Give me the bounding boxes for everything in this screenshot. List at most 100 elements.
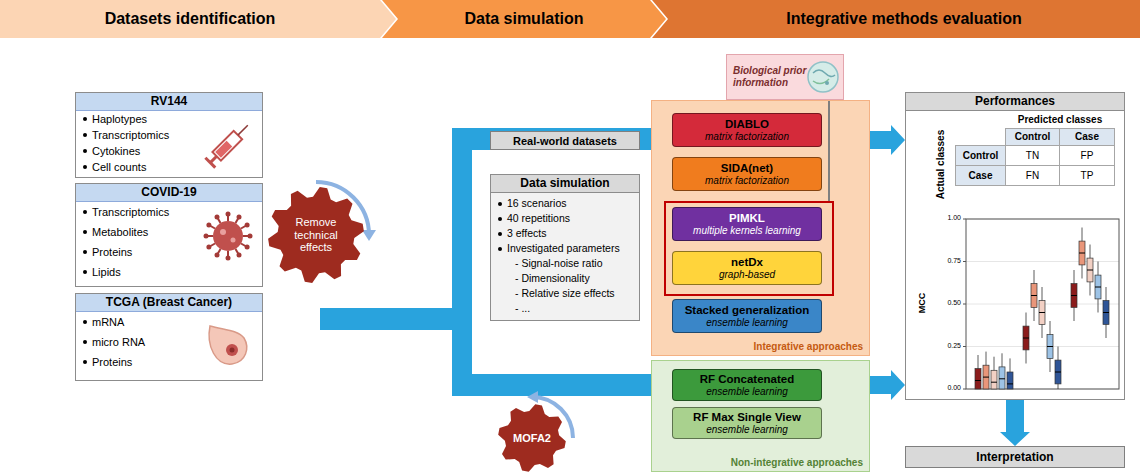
dataset-title: COVID-19 bbox=[76, 184, 262, 202]
table-cell: FP bbox=[1060, 146, 1114, 165]
method-type: multiple kernels learning bbox=[673, 225, 821, 237]
list-item: Transcriptomics bbox=[76, 127, 262, 143]
label-slot: Control bbox=[955, 145, 1006, 166]
method-box: Stacked generalizationensemble learning bbox=[672, 299, 822, 333]
method-name: SIDA(net) bbox=[673, 161, 821, 175]
method-type: graph-based bbox=[673, 269, 821, 281]
bullet-dot bbox=[83, 230, 87, 234]
gear-label: Remove technical effects bbox=[286, 216, 346, 254]
list-item: Metabolites bbox=[76, 222, 262, 242]
method-box: netDxgraph-based bbox=[672, 251, 822, 285]
flow-arrow bbox=[870, 125, 905, 155]
list-item: - Relative size effects bbox=[491, 286, 639, 301]
label-slot: 0.50 bbox=[934, 298, 961, 308]
list-item: Investigated parameters bbox=[491, 241, 639, 256]
method-type: ensemble learning bbox=[673, 317, 821, 329]
panel-title: Data simulation bbox=[491, 175, 639, 193]
label-box: Interpretation bbox=[905, 446, 1125, 468]
label-slot: Control bbox=[1005, 128, 1060, 146]
label-slot: Actual classes bbox=[934, 125, 947, 205]
list-item: - Signal-noise ratio bbox=[491, 256, 639, 271]
dataset-title: TCGA (Breast Cancer) bbox=[76, 294, 262, 312]
table-title: Predicted classes bbox=[1005, 112, 1115, 127]
tick-label: 0.00 bbox=[934, 383, 961, 393]
method-name: Stacked generalization bbox=[673, 303, 821, 317]
method-name: netDx bbox=[673, 255, 821, 269]
method-name: DIABLO bbox=[673, 117, 821, 131]
bullet-dot bbox=[498, 232, 502, 236]
label-slot: Case bbox=[1059, 128, 1115, 146]
panel-title: Performances bbox=[906, 93, 1124, 111]
list-item: Proteins bbox=[76, 352, 262, 372]
gear-label: MOFA2 bbox=[507, 432, 557, 445]
table-cell: TP bbox=[1060, 166, 1114, 185]
method-box: RF Concatenatedensemble learning bbox=[672, 369, 822, 401]
bullet-dot bbox=[83, 340, 87, 344]
method-type: ensemble learning bbox=[673, 424, 821, 436]
bullet-dot bbox=[83, 165, 87, 169]
method-group: Integrative approachesDIABLOmatrix facto… bbox=[651, 100, 870, 356]
bullet-dot bbox=[498, 247, 502, 251]
label-slot: FP bbox=[1059, 145, 1115, 166]
bullet-dot bbox=[83, 320, 87, 324]
method-type: matrix factorization bbox=[673, 175, 821, 187]
tick-label: 0.25 bbox=[934, 341, 961, 351]
prior-label: Biological prior information bbox=[733, 65, 807, 89]
method-name: PIMKL bbox=[673, 211, 821, 225]
method-name: RF Max Single View bbox=[673, 410, 821, 424]
table-cell: Case bbox=[1060, 129, 1114, 145]
method-name: RF Concatenated bbox=[673, 372, 821, 386]
label-slot: 0.75 bbox=[934, 256, 961, 266]
panel-label: Non-integrative approaches bbox=[731, 457, 863, 468]
bullet-dot bbox=[498, 202, 502, 206]
method-group: Non-integrative approaches RF Concatenate… bbox=[651, 360, 870, 472]
box-label: Interpretation bbox=[976, 450, 1053, 464]
dataset-icon bbox=[198, 316, 258, 376]
prior-box: Biological prior information bbox=[726, 54, 844, 100]
bullet-dot bbox=[83, 210, 87, 214]
dataset-title: RV144 bbox=[76, 93, 262, 111]
table-cell: FN bbox=[1006, 166, 1059, 185]
label-slot: Case bbox=[955, 165, 1006, 186]
list-item: 16 scenarios bbox=[491, 196, 639, 211]
list-item: Lipids bbox=[76, 262, 262, 282]
label-slot: TN bbox=[1005, 145, 1060, 166]
stage-title: Datasets identification bbox=[105, 10, 276, 28]
label-slot: 0.25 bbox=[934, 341, 961, 351]
bullet-dot bbox=[83, 360, 87, 364]
pipe-bands bbox=[320, 128, 651, 396]
label-slot: Predicted classes bbox=[1005, 112, 1115, 127]
stage-title: Integrative methods evaluation bbox=[786, 10, 1022, 28]
flow-arrow bbox=[1000, 400, 1030, 446]
list-item: - Dimensionality bbox=[491, 271, 639, 286]
stage-chevron: Datasets identification bbox=[0, 0, 396, 38]
table-cell: Control bbox=[956, 146, 1005, 165]
process-gear: Remove technical effects bbox=[268, 187, 364, 283]
panel-label: Integrative approaches bbox=[754, 341, 863, 352]
list-item: 40 repetitions bbox=[491, 211, 639, 226]
label-slot: 1.00 bbox=[934, 213, 961, 223]
list-item: mRNA bbox=[76, 312, 262, 332]
dataset-box: TCGA (Breast Cancer)mRNAmicro RNAProtein… bbox=[75, 293, 263, 381]
dataset-box: RV144HaplotypesTranscriptomicsCytokinesC… bbox=[75, 92, 263, 178]
process-gear: MOFA2 bbox=[498, 404, 566, 472]
list-item: Proteins bbox=[76, 242, 262, 262]
label-slot: 0.00 bbox=[934, 383, 961, 393]
label-box: Real-world datasets bbox=[490, 131, 640, 150]
label-slot: TP bbox=[1059, 165, 1115, 186]
prior-icon bbox=[805, 59, 841, 95]
table-cell: TN bbox=[1006, 146, 1059, 165]
axis-title: MCC bbox=[916, 288, 928, 318]
bullet-dot bbox=[83, 117, 87, 121]
stage-chevron: Data simulation bbox=[382, 0, 666, 38]
label-slot: MCC bbox=[916, 288, 928, 318]
label-slot: FN bbox=[1005, 165, 1060, 186]
tick-label: 0.75 bbox=[934, 256, 961, 266]
stage-chevron: Integrative methods evaluation bbox=[652, 0, 1140, 38]
list-item: - ... bbox=[491, 301, 639, 316]
method-type: matrix factorization bbox=[673, 131, 821, 143]
bullet-dot bbox=[83, 133, 87, 137]
list-item: 3 effects bbox=[491, 226, 639, 241]
table-cell: Case bbox=[956, 166, 1005, 185]
